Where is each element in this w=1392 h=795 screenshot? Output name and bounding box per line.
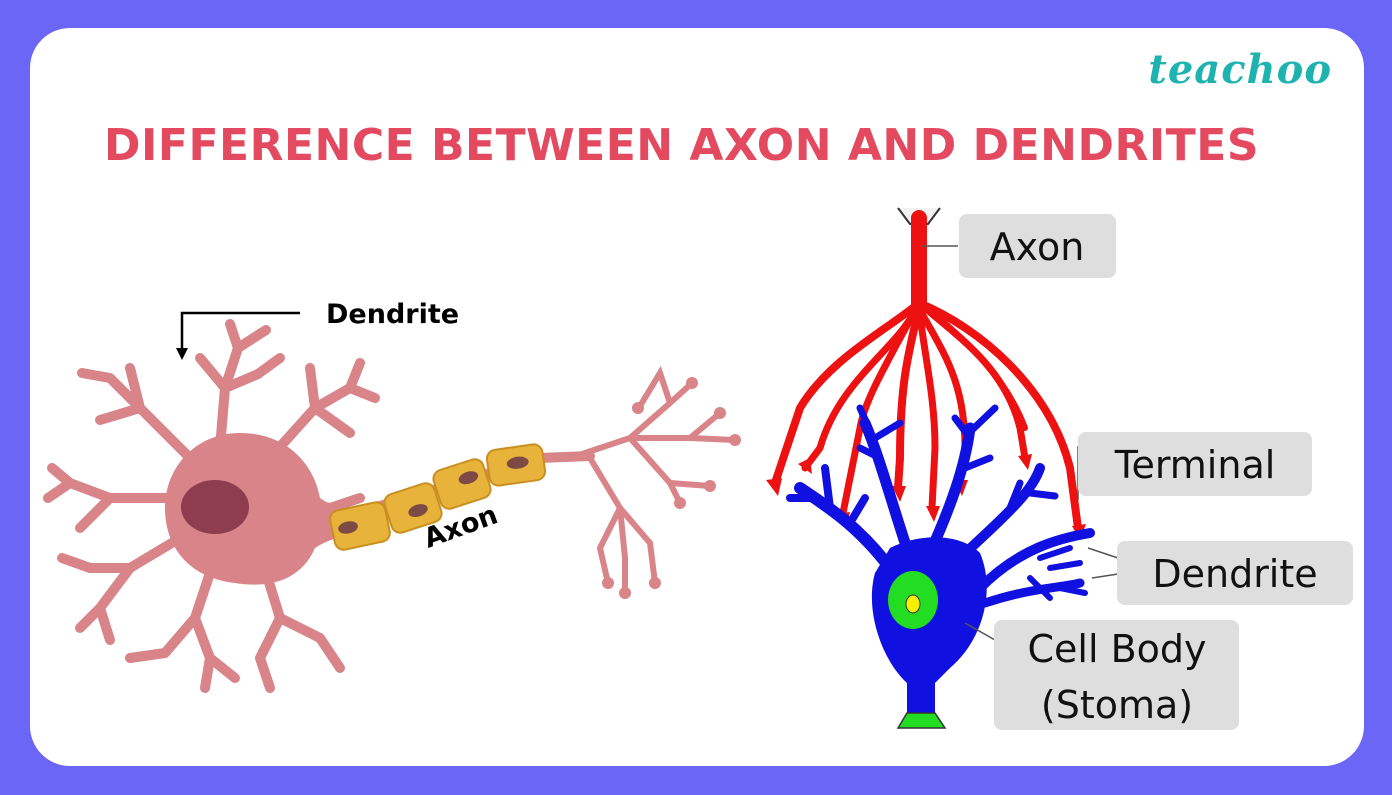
myelin-sheath bbox=[329, 443, 547, 551]
right-dendrite-label: Dendrite bbox=[1152, 552, 1317, 596]
left-dendrite-label: Dendrite bbox=[326, 299, 459, 330]
dendrite-label-box bbox=[1117, 541, 1353, 605]
right-nucleolus bbox=[905, 594, 921, 614]
dendrite-pointer-arrow bbox=[176, 348, 188, 360]
bottom-axon-cap bbox=[896, 712, 947, 729]
terminal-label-box bbox=[1078, 432, 1312, 496]
dendrite-pointer-line bbox=[180, 311, 300, 354]
left-axon-terminals bbox=[567, 365, 738, 596]
cell-body-label-line2: (Stoma) bbox=[1041, 683, 1193, 727]
content-card: teachoo DIFFERENCE BETWEEN AXON AND DEND… bbox=[30, 28, 1364, 766]
blue-dendrites bbox=[786, 404, 1095, 608]
left-nucleus bbox=[181, 480, 249, 534]
brand-logo: teachoo bbox=[1148, 46, 1332, 93]
left-cell-body bbox=[165, 433, 365, 585]
page-title: DIFFERENCE BETWEEN AXON AND DENDRITES bbox=[104, 120, 1260, 171]
right-neuron-illustration: Axon Terminal Dendrite Cell Body (Stoma) bbox=[766, 207, 1353, 730]
cell-body-label-line1: Cell Body bbox=[1027, 627, 1206, 671]
right-cell-body bbox=[871, 537, 987, 728]
left-terminal-knobs bbox=[602, 377, 741, 599]
axon-label: Axon bbox=[990, 225, 1085, 269]
terminal-label: Terminal bbox=[1114, 443, 1276, 487]
label-leader-lines bbox=[922, 245, 1119, 641]
left-neuron-illustration: Dendrite Axon bbox=[43, 299, 741, 693]
cell-body-label-box bbox=[994, 620, 1239, 730]
axon-label-box bbox=[959, 214, 1116, 278]
neuron-diagrams: Dendrite Axon bbox=[43, 207, 1353, 730]
red-axon-branches bbox=[771, 210, 1082, 532]
